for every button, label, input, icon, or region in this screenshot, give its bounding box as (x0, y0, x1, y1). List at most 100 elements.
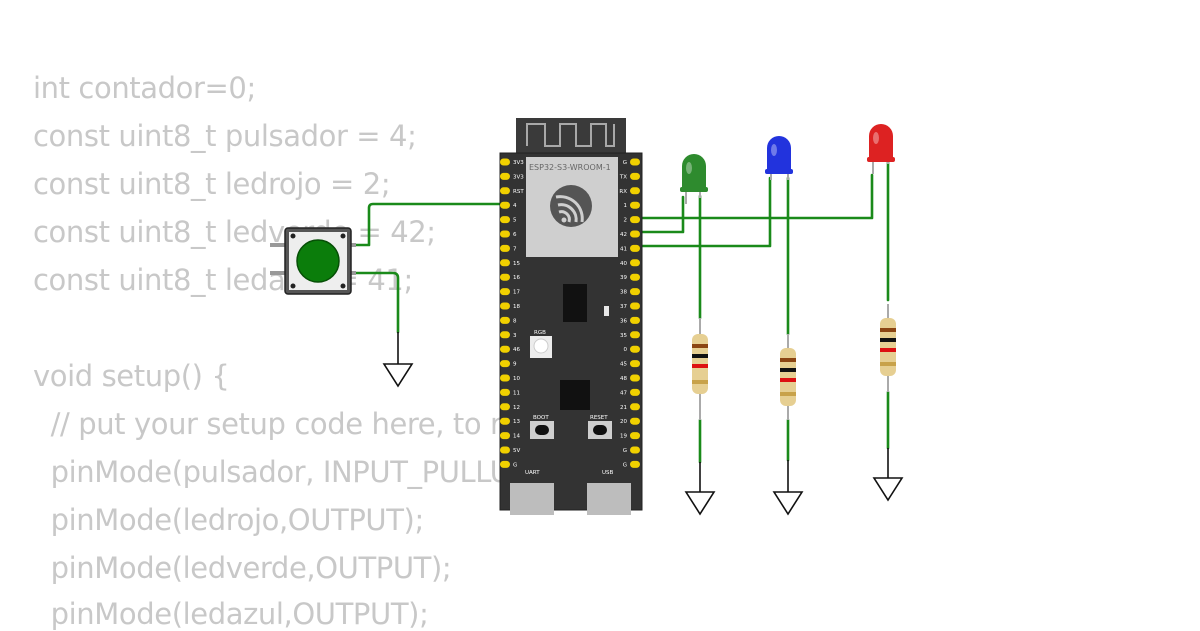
right-pin-pad[interactable] (630, 446, 640, 454)
left-pin-label: 15 (513, 261, 520, 267)
uart-port[interactable] (510, 483, 554, 515)
right-pin-label: 39 (620, 275, 627, 281)
ground-icon (684, 491, 716, 516)
left-pin-label: 18 (513, 304, 520, 310)
right-pin-pad[interactable] (630, 374, 640, 382)
reset-label: RESET (590, 415, 608, 421)
resistor[interactable] (780, 334, 796, 420)
usb-label: USB (602, 470, 614, 476)
code-line: pinMode(ledverde,OUTPUT); (33, 551, 452, 585)
right-pin-pad[interactable] (630, 273, 640, 281)
right-pin-label: 21 (620, 405, 627, 411)
right-pin-pad[interactable] (630, 302, 640, 310)
right-pin-label: RX (619, 189, 627, 195)
right-pin-label: 38 (620, 290, 627, 296)
right-pin-pad[interactable] (630, 230, 640, 238)
right-pin-label: 20 (620, 419, 627, 425)
left-pin-pad[interactable] (500, 259, 510, 267)
left-pin-label: 5V (513, 448, 520, 454)
left-pin-pad[interactable] (500, 374, 510, 382)
right-pin-pad[interactable] (630, 331, 640, 339)
right-pin-pad[interactable] (630, 460, 640, 468)
left-pin-pad[interactable] (500, 216, 510, 224)
left-pin-label: 7 (513, 246, 517, 252)
rgb-label: RGB (534, 330, 546, 336)
left-pin-pad[interactable] (500, 288, 510, 296)
left-pin-pad[interactable] (500, 388, 510, 396)
led-blue[interactable] (765, 136, 793, 180)
right-pin-label: 1 (624, 203, 628, 209)
ground-icon (382, 363, 414, 388)
right-pin-pad[interactable] (630, 388, 640, 396)
right-pin-pad[interactable] (630, 288, 640, 296)
left-pin-label: 9 (513, 362, 517, 368)
right-pin-label: 48 (620, 376, 627, 382)
left-pin-pad[interactable] (500, 172, 510, 180)
left-pin-pad[interactable] (500, 273, 510, 281)
antenna-icon (526, 123, 615, 147)
right-pin-pad[interactable] (630, 201, 640, 209)
right-pin-pad[interactable] (630, 403, 640, 411)
left-pin-label: G (513, 462, 517, 468)
usb-port[interactable] (587, 483, 631, 515)
left-pin-pad[interactable] (500, 345, 510, 353)
right-pin-pad[interactable] (630, 345, 640, 353)
right-pin-pad[interactable] (630, 432, 640, 440)
right-pin-pad[interactable] (630, 360, 640, 368)
resistor[interactable] (692, 318, 708, 420)
left-pin-label: RST (513, 189, 524, 195)
left-pin-pad[interactable] (500, 230, 510, 238)
ground-icon (872, 477, 904, 502)
code-line: const uint8_t pulsador = 4; (33, 119, 417, 153)
left-pin-label: 12 (513, 405, 520, 411)
right-pin-label: 47 (620, 390, 627, 396)
right-pin-pad[interactable] (630, 259, 640, 267)
button-cap[interactable] (296, 239, 340, 283)
left-pin-pad[interactable] (500, 460, 510, 468)
right-pin-pad[interactable] (630, 172, 640, 180)
right-pin-pad[interactable] (630, 417, 640, 425)
code-line: pinMode(ledazul,OUTPUT); (33, 597, 429, 631)
right-pin-label: 42 (620, 232, 627, 238)
led-green[interactable] (680, 154, 708, 204)
wire-led-green[interactable] (631, 195, 685, 234)
left-pin-pad[interactable] (500, 446, 510, 454)
wire-pulsador[interactable] (350, 202, 507, 247)
left-pin-pad[interactable] (500, 302, 510, 310)
code-line: int contador=0; (33, 71, 256, 105)
wire-led-blue[interactable] (631, 176, 772, 248)
left-pin-pad[interactable] (500, 316, 510, 324)
right-pin-label: 41 (620, 246, 627, 252)
left-pin-pad[interactable] (500, 244, 510, 252)
left-pin-pad[interactable] (500, 432, 510, 440)
left-pin-pad[interactable] (500, 187, 510, 195)
left-pin-pad[interactable] (500, 331, 510, 339)
right-pin-pad[interactable] (630, 216, 640, 224)
wires (350, 160, 890, 464)
wire-button-ground[interactable] (350, 271, 400, 334)
module-label: ESP32-S3-WROOM-1 (529, 163, 611, 172)
right-pin-pad[interactable] (630, 158, 640, 166)
espressif-logo-icon (550, 185, 592, 227)
right-pin-label: 0 (624, 347, 628, 353)
right-pin-pad[interactable] (630, 244, 640, 252)
right-pin-pad[interactable] (630, 187, 640, 195)
wire-led-red[interactable] (631, 173, 874, 220)
left-pin-pad[interactable] (500, 158, 510, 166)
right-pin-pad[interactable] (630, 316, 640, 324)
pushbutton[interactable] (270, 227, 356, 295)
left-pin-label: 3V3 (513, 174, 524, 180)
left-pin-label: 14 (513, 434, 520, 440)
left-pin-label: 10 (513, 376, 520, 382)
left-pin-pad[interactable] (500, 403, 510, 411)
led-red[interactable] (867, 124, 895, 174)
left-pin-pad[interactable] (500, 417, 510, 425)
left-pin-pad[interactable] (500, 201, 510, 209)
resistor[interactable] (880, 304, 896, 392)
left-pin-label: 8 (513, 318, 517, 324)
left-pin-pad[interactable] (500, 360, 510, 368)
